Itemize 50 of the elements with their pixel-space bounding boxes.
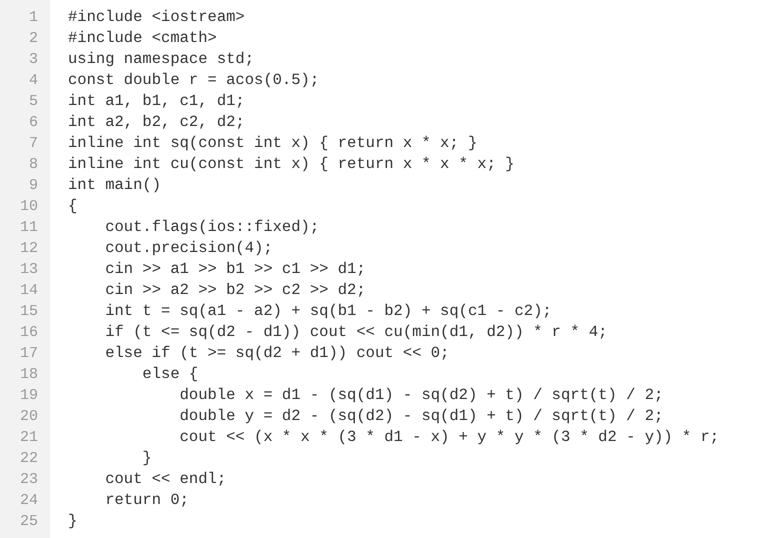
line-number: 7 [28,134,38,154]
line-number: 6 [28,113,38,133]
code-line: if (t <= sq(d2 - d1)) cout << cu(min(d1, d2)) * r * 4; [104,322,608,343]
code-line: } [141,448,152,469]
line-number: 20 [18,407,38,427]
code-line: int t = sq(a1 - a2) + sq(b1 - b2) + sq(c1 - c2); [104,301,552,322]
line-number: 10 [18,197,38,217]
line-number: 13 [18,260,38,280]
line-number: 24 [18,491,38,511]
code-line: cout << (x * x * (3 * d1 - x) + y * y * (3 * d2 - y)) * r; [178,427,720,448]
code-line: cout << endl; [104,469,226,490]
code-line: { [68,196,78,217]
line-number: 14 [18,281,38,301]
line-number: 11 [18,218,38,238]
line-number: 3 [28,50,38,70]
code-line: cout.flags(ios::fixed); [104,217,320,238]
line-number: 18 [18,365,38,385]
code-line: #include <iostream> [68,7,245,28]
line-number: 15 [18,302,38,322]
line-number: 2 [28,29,38,49]
code-line: else { [141,364,198,385]
code-line: inline int cu(const int x) { return x * x * x; } [68,154,514,175]
line-number: 5 [28,92,38,112]
line-number: 22 [18,449,38,469]
line-number: 25 [18,512,38,532]
code-line: return 0; [104,490,189,511]
code-line: int a2, b2, c2, d2; [68,112,245,133]
code-line: else if (t >= sq(d2 + d1)) cout << 0; [104,343,450,364]
code-line: double y = d2 - (sq(d2) - sq(d1) + t) / sqrt(t) / 2; [178,406,664,427]
line-number: 16 [18,323,38,343]
line-number: 1 [28,8,38,28]
code-line: cin >> a1 >> b1 >> c1 >> d1; [104,259,366,280]
line-number: 23 [18,470,38,490]
code-line: const double r = acos(0.5); [68,70,320,91]
code-line: double x = d1 - (sq(d1) - sq(d2) + t) / sqrt(t) / 2; [178,385,664,406]
line-number: 19 [18,386,38,406]
code-line: } [68,511,78,532]
line-number: 17 [18,344,38,364]
code-line: #include <cmath> [68,28,217,49]
line-number: 8 [28,155,38,175]
code-line: inline int sq(const int x) { return x * x; } [68,133,478,154]
code-line: int a1, b1, c1, d1; [68,91,245,112]
code-line: cout.precision(4); [104,238,273,259]
code-line: using namespace std; [68,49,254,70]
line-number: 21 [18,428,38,448]
code-line: cin >> a2 >> b2 >> c2 >> d2; [104,280,366,301]
line-number: 9 [28,176,38,196]
line-number: 12 [18,239,38,259]
line-number: 4 [28,71,38,91]
code-line: int main() [68,175,162,196]
